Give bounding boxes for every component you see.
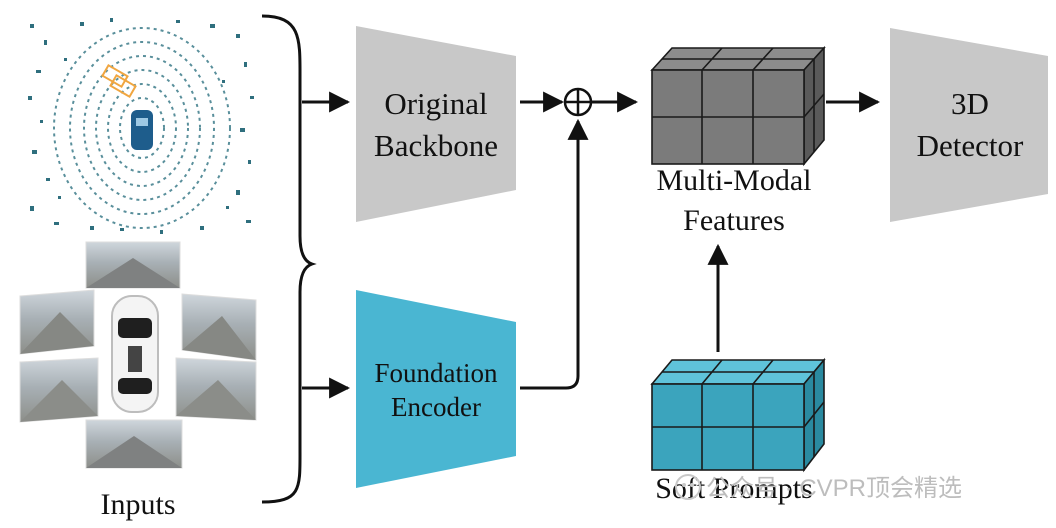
ego-car-topview [111,295,159,413]
inputs-bracket [261,14,317,504]
multimodal-feature-cube [650,45,826,167]
detector-label-line2: Detector [917,128,1024,163]
features-label-line2: Features [683,204,785,237]
encoder-label-line1: Foundation [374,358,498,388]
backbone-label-line2: Backbone [374,128,498,163]
detector-label-line1: 3D [951,86,989,121]
arrow-encoder-to-sum [520,118,589,390]
watermark: 公众号 · CVPR顶会精选 [675,474,962,502]
lidar-bev-image [22,14,260,238]
foundation-encoder-block: Foundation Encoder [356,290,516,488]
camera-front [85,241,181,289]
backbone-label-line1: Original [384,86,487,121]
original-backbone-block: Original Backbone [356,26,516,222]
camera-images [19,241,257,469]
features-label-line1: Multi-Modal [657,164,812,197]
camera-back-left [19,357,99,423]
detector-block: 3D Detector [890,28,1048,222]
camera-back [85,419,183,469]
encoder-label-line2: Encoder [391,392,481,422]
sum-operator-icon [563,87,593,117]
camera-back-right [175,357,257,421]
soft-prompts-cube [650,357,826,473]
camera-front-right [181,293,257,361]
camera-front-left [19,289,95,355]
watermark-text: 公众号 · CVPR顶会精选 [706,475,962,502]
inputs-label: Inputs [101,488,176,521]
